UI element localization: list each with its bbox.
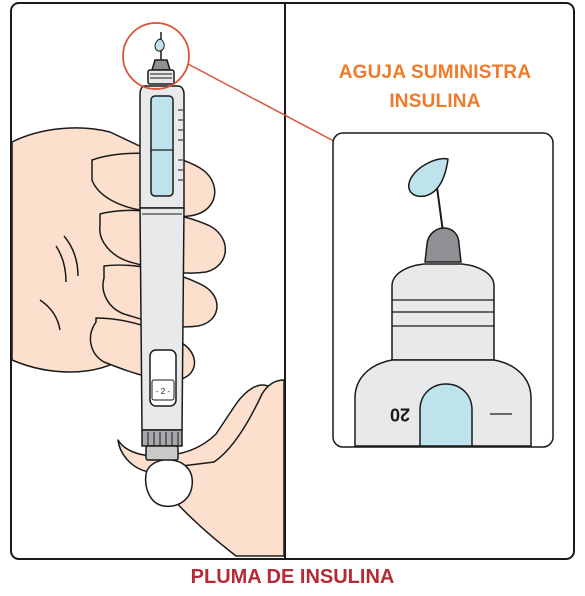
magnifier-circle-icon xyxy=(122,22,190,90)
inset-dose-number: 20 xyxy=(390,404,410,424)
insulin-drop-icon xyxy=(408,158,449,198)
callout-line-2: INSULINA xyxy=(389,91,481,112)
zoom-inset xyxy=(332,132,554,448)
needle-callout-title: AGUJA SUMINISTRA INSULINA xyxy=(300,58,570,116)
hand-illustration xyxy=(11,127,285,557)
insulin-pen-icon: - 2 - xyxy=(139,32,185,461)
pen-dose-window-label: - 2 - xyxy=(156,387,171,396)
pen-drop xyxy=(154,38,165,52)
callout-line-1: AGUJA SUMINISTRA xyxy=(338,62,532,83)
figure-caption: PLUMA DE INSULINA xyxy=(190,566,395,588)
